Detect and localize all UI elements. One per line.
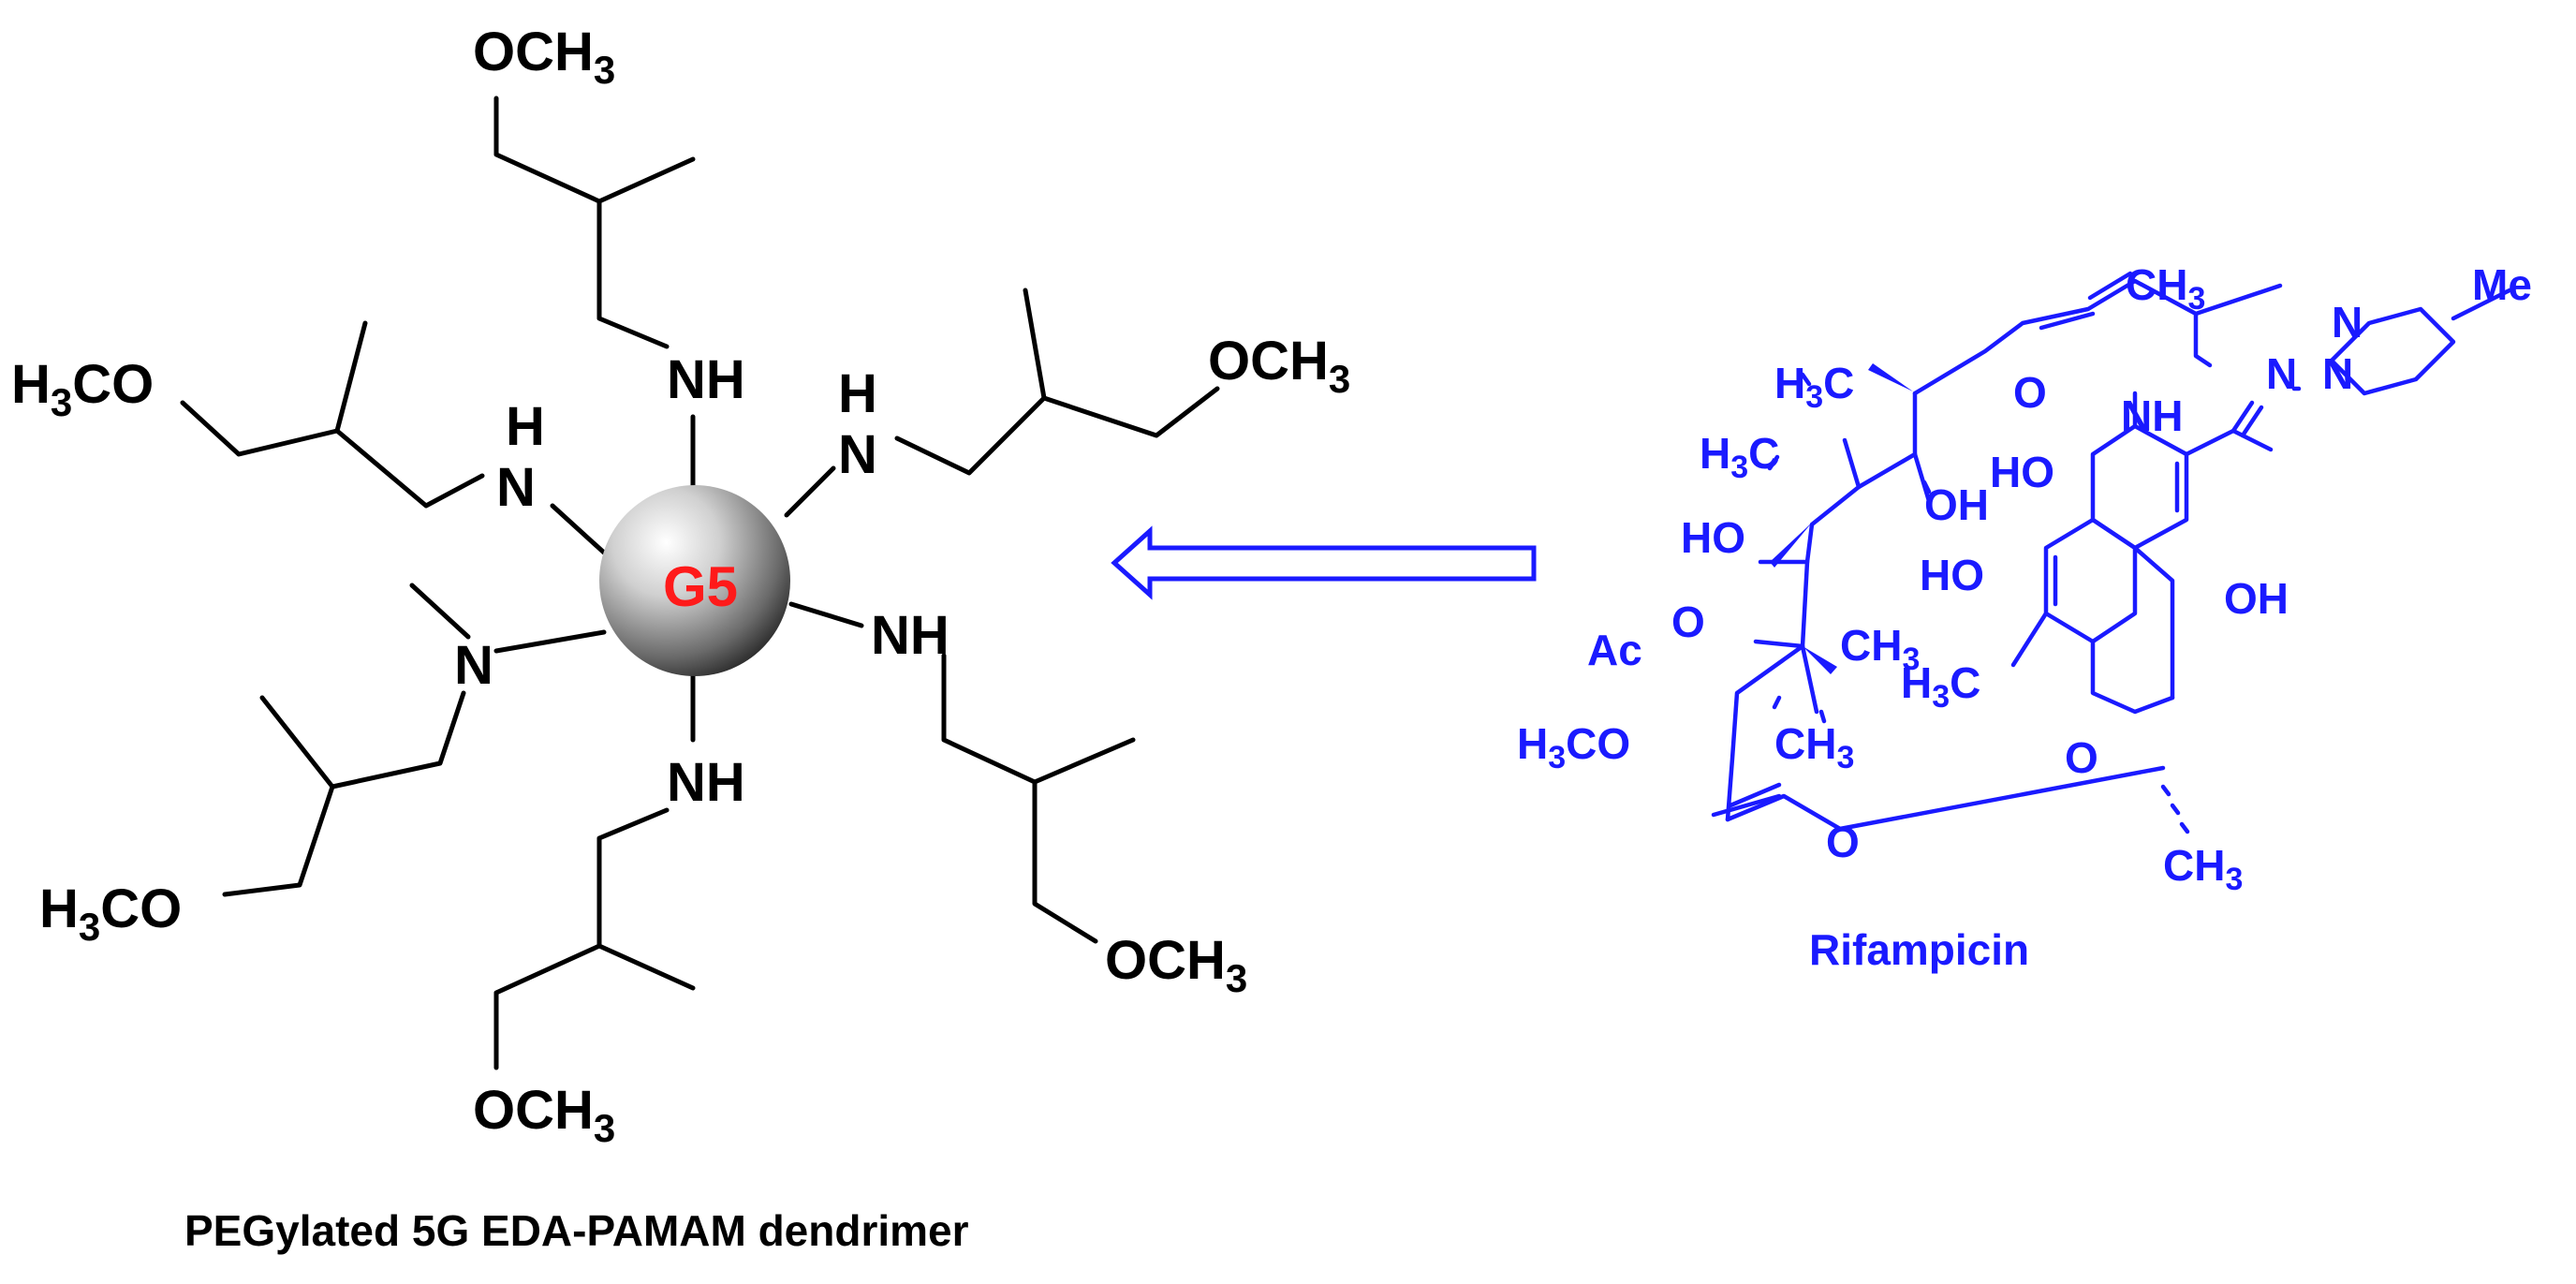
label-n-piperazine-bottom: N	[2322, 349, 2353, 398]
label-ho-2: HO	[1681, 513, 1745, 562]
naphthol-ring-b	[2043, 517, 2138, 644]
arm-upper-left	[180, 320, 485, 509]
label-n-piperazine-top: N	[2332, 298, 2363, 347]
label-nh-lower-right: NH	[871, 605, 949, 666]
label-och3-lower-right: OCH3	[1105, 930, 1247, 1000]
label-h3c-1: H3C	[1774, 359, 1854, 415]
label-o-furan: O	[2065, 733, 2098, 782]
label-ho-3: HO	[1920, 551, 1984, 599]
label-och3-bottom: OCH3	[473, 1080, 615, 1150]
label-ch3-lower: CH3	[1774, 719, 1854, 775]
label-o-ether: O	[1826, 818, 1860, 866]
label-n-lower-left: N	[454, 635, 493, 696]
arm-top	[493, 96, 696, 349]
label-ho-1: HO	[1990, 448, 2054, 496]
label-oh-2: OH	[2224, 574, 2289, 623]
label-h3co: H3CO	[1517, 719, 1630, 775]
label-n-imine: N	[2266, 349, 2297, 398]
label-oh-1: OH	[1924, 480, 1989, 529]
label-och3-top: OCH3	[473, 22, 615, 92]
arm-bottom	[493, 807, 696, 1070]
label-nh-bottom: NH	[667, 752, 745, 813]
label-me: Me	[2472, 260, 2532, 309]
label-h3co-upper-left: H3CO	[11, 354, 154, 424]
rifampicin-caption: Rifampicin	[1809, 925, 2029, 974]
label-n-upper-right: N	[838, 424, 877, 485]
label-o-acetate: O	[1671, 598, 1705, 646]
dendrimer-structure: G5 NH H N H N NH NH N OCH3 OCH3 OCH3 OCH…	[11, 22, 1350, 1255]
arm-lower-left	[222, 583, 471, 897]
label-h-upper-right: H	[838, 363, 877, 424]
label-h3c-2: H3C	[1700, 429, 1779, 485]
label-h3c-3: H3C	[1901, 658, 1980, 715]
stereo-wedge-3	[1803, 646, 1837, 674]
rifampicin-structure: CH3 N Me N N O NH H3C H3C HO OH HO HO OH…	[1517, 260, 2532, 974]
label-ch3-bottom: CH3	[2163, 841, 2243, 897]
label-h3co-lower-left: H3CO	[39, 878, 182, 949]
piperazine-ring	[2329, 306, 2456, 396]
label-och3-upper-right: OCH3	[1208, 331, 1350, 401]
label-o-amide: O	[2013, 368, 2047, 417]
dendrimer-caption: PEGylated 5G EDA-PAMAM dendrimer	[184, 1206, 969, 1255]
label-ch3-top: CH3	[2126, 260, 2205, 317]
label-ac: Ac	[1587, 626, 1642, 674]
core-spokes	[493, 414, 864, 743]
stereo-wedge-2	[1770, 523, 1812, 568]
label-nh-amide: NH	[2121, 391, 2183, 440]
stereo-hashes	[1767, 372, 2190, 834]
label-ch3-mid: CH3	[1840, 621, 1920, 677]
label-h-upper-left: H	[506, 396, 545, 457]
rifampicin-labels: CH3 N Me N N O NH H3C H3C HO OH HO HO OH…	[1517, 260, 2532, 897]
dendrimer-core-sphere	[599, 485, 790, 676]
stereo-wedge-1	[1868, 363, 1913, 391]
label-n-upper-left: N	[496, 457, 536, 518]
core-label: G5	[663, 555, 738, 618]
arm-upper-right	[894, 288, 1220, 476]
label-nh-top: NH	[667, 349, 745, 410]
arm-lower-right	[941, 653, 1136, 944]
direction-arrow	[1111, 525, 1537, 600]
